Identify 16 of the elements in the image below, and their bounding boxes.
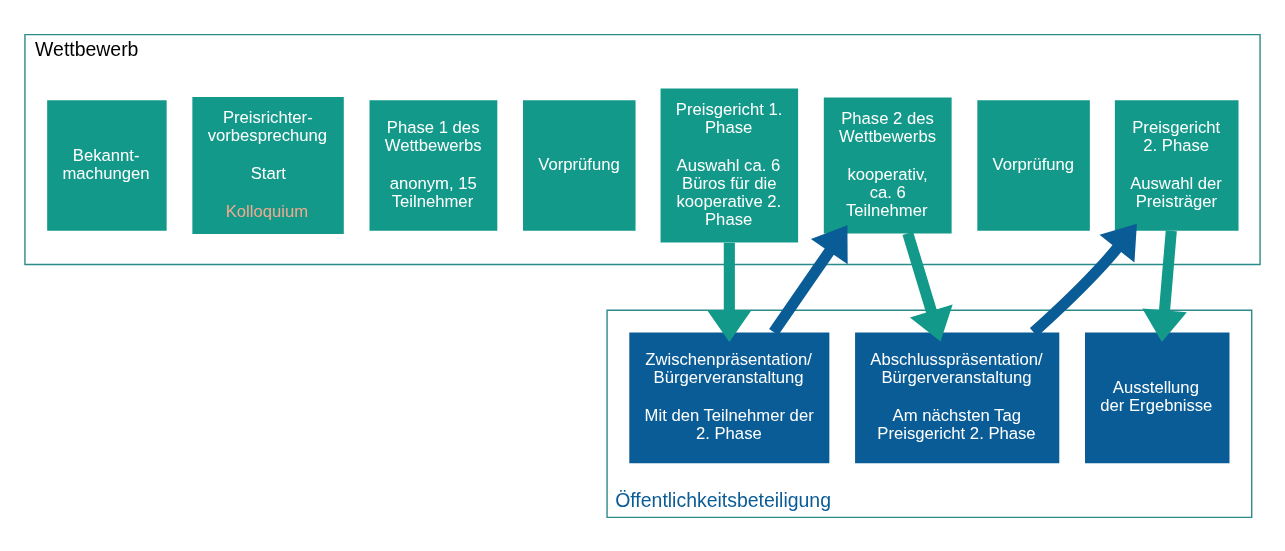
node-box: Phase 2 des Wettbewerbs kooperativ, ca. 6 Teilnehmer	[823, 97, 952, 233]
node-box: Preisgericht 1. Phase Auswahl ca. 6 Büros für die kooperative 2. Phase	[660, 88, 799, 242]
node-box: Ausstellung der Ergebnisse	[1085, 332, 1230, 463]
node-box: Preisgericht 2. Phase Auswahl der Preisträger	[1114, 99, 1239, 231]
node-box: Abschlusspräsentation/ Bürgerveranstaltung Am nächsten Tag Preisgericht 2. Phase	[855, 332, 1060, 463]
arrow	[769, 224, 848, 335]
node-box: Preisrichter- vorbesprechung Start Kolloquium	[192, 96, 344, 234]
node-box: Zwischenpräsentation/ Bürgerveranstaltung Mit den Teilnehmer der 2. Phase	[629, 332, 830, 463]
arrow	[1142, 229, 1187, 342]
arrow	[902, 231, 953, 341]
arrow	[1029, 223, 1137, 336]
node-box: Vorprüfung	[977, 99, 1090, 231]
arrow	[707, 242, 752, 342]
node-box: Vorprüfung	[523, 99, 636, 231]
node-box: Bekannt- machungen	[47, 99, 167, 231]
node-box: Phase 1 des Wettbewerbs anonym, 15 Teilnehmer	[369, 99, 498, 231]
